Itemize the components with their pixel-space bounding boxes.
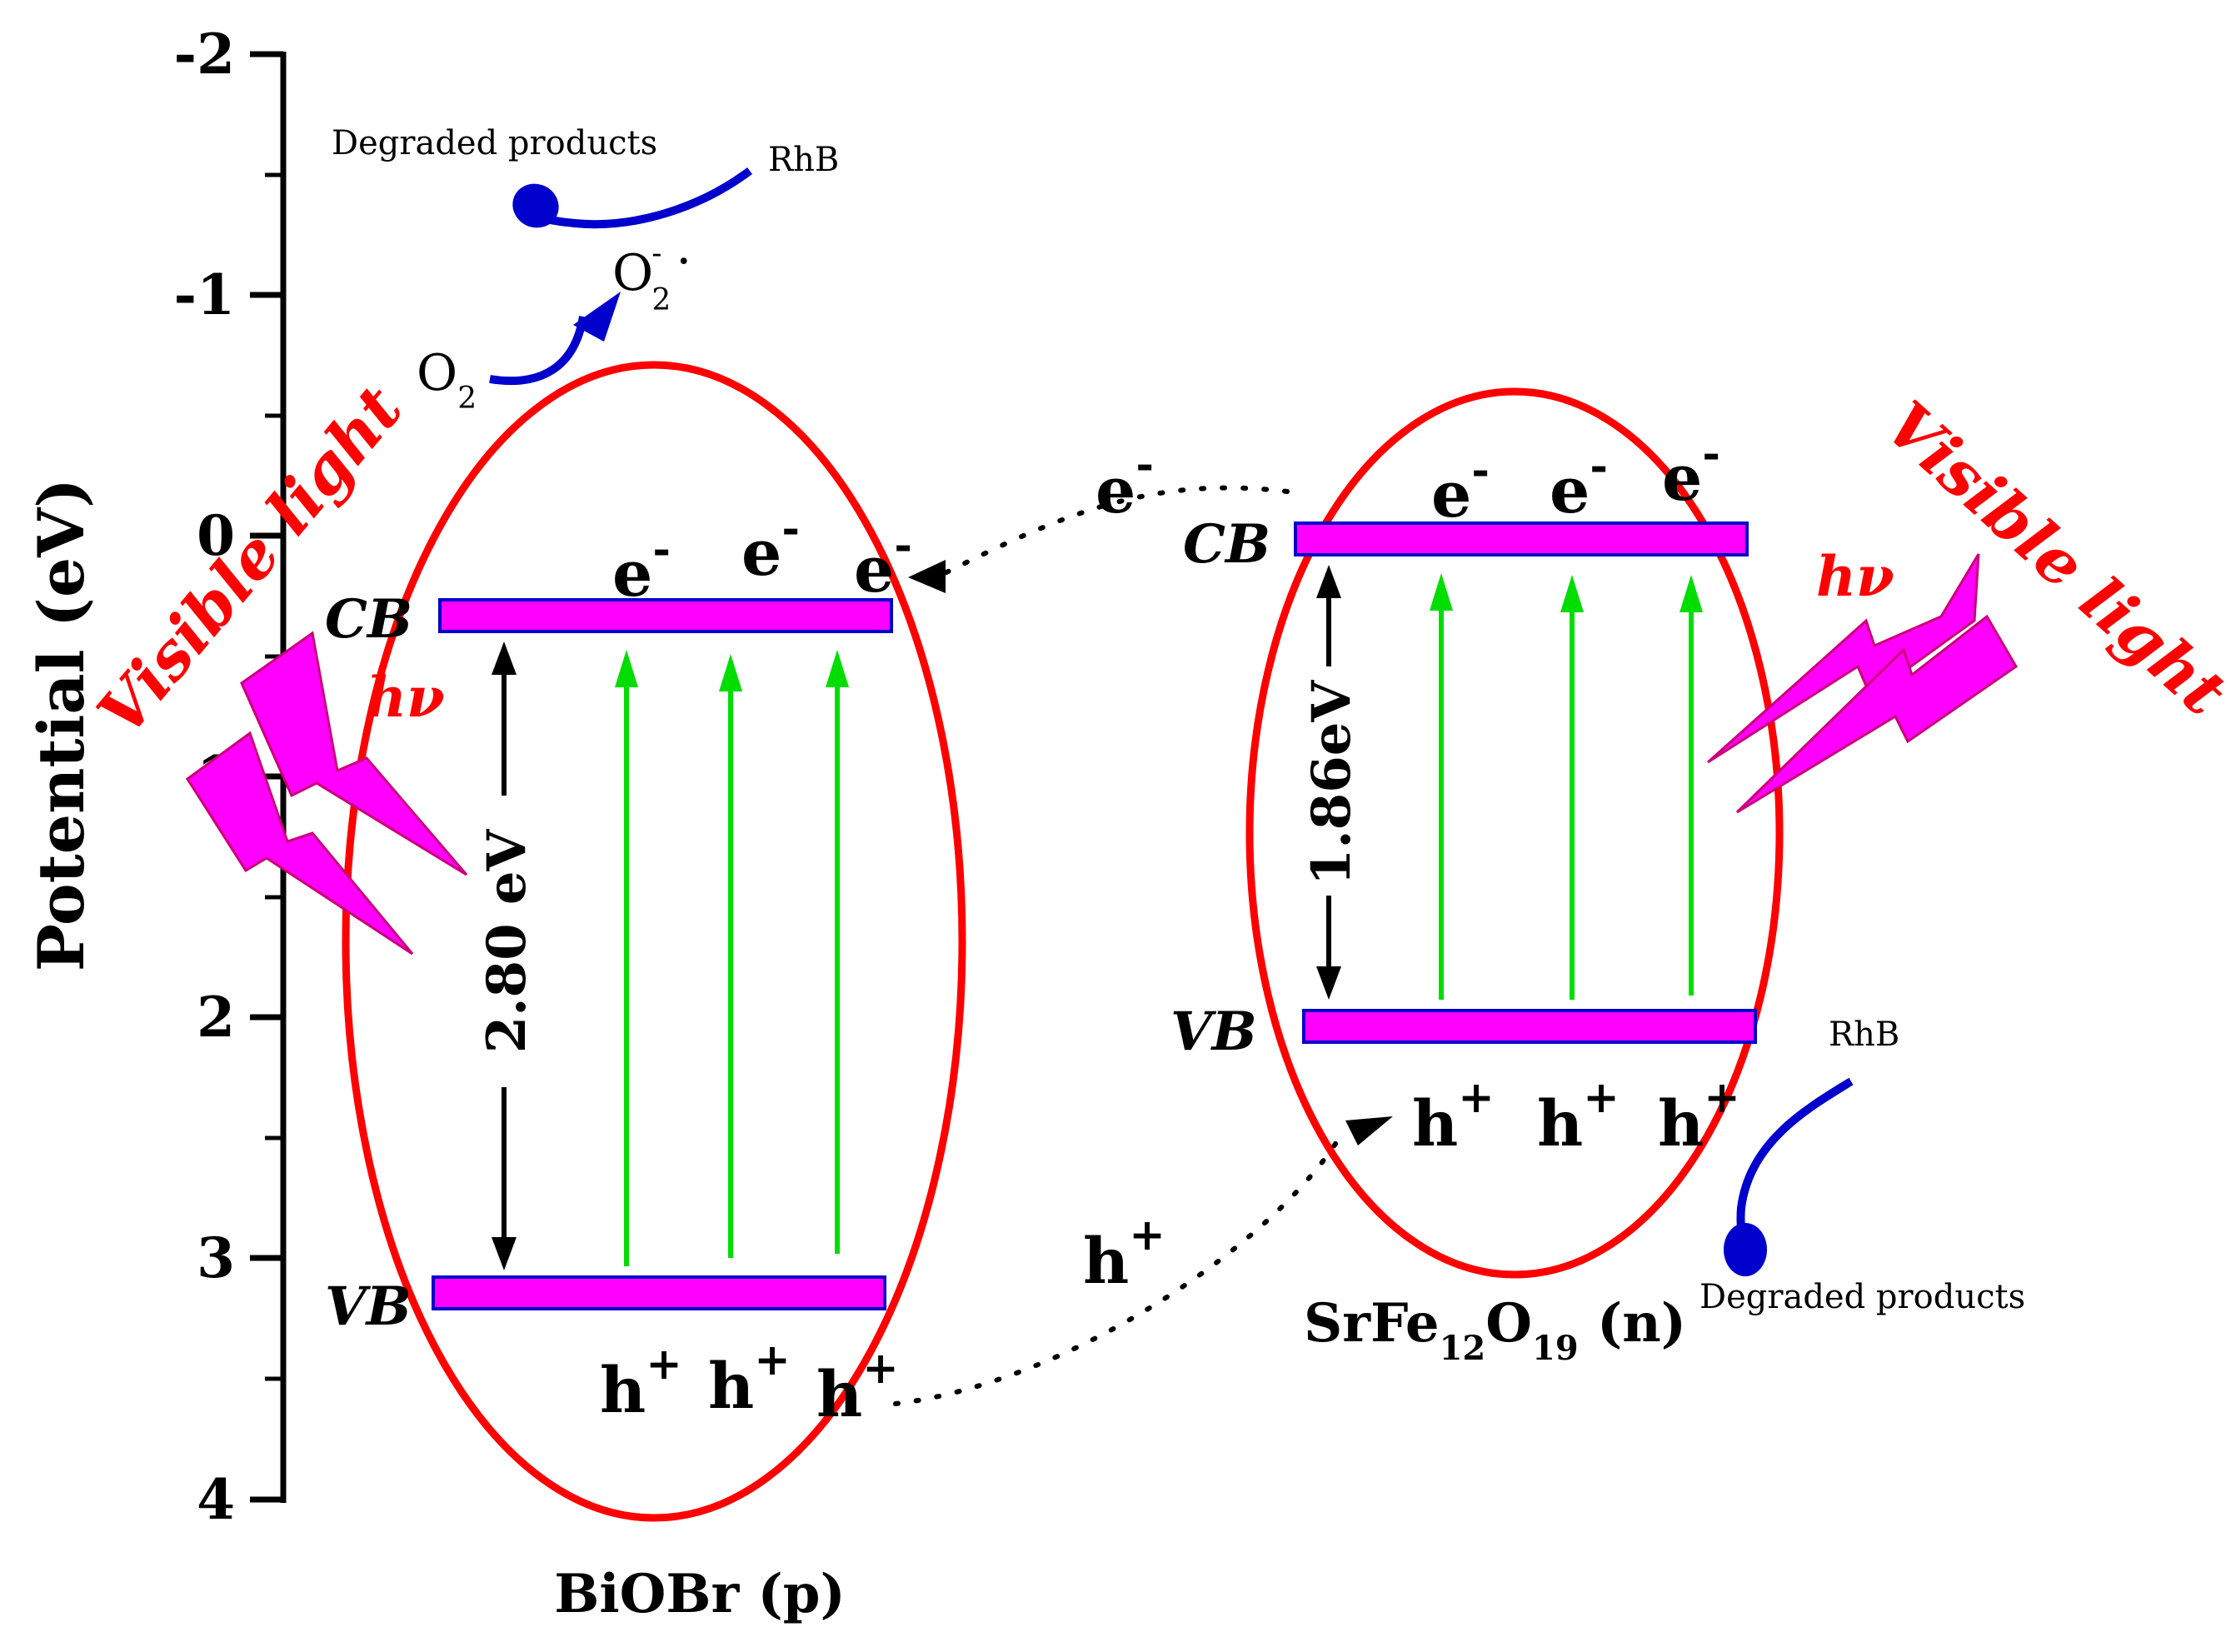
right-visible-light: Visible light hν [1706, 387, 2231, 814]
biobr-vb-label: VB [325, 1275, 412, 1338]
electron: e- [741, 503, 800, 590]
srfe12o19-conduction-band [1294, 522, 1749, 556]
hole: h+ [708, 1335, 791, 1423]
biobr-semiconductor: CB VB 2.80 eV e- e- e- h+ h+ [325, 361, 966, 1625]
left-lightning-bolt-2 [185, 731, 414, 956]
biobr-electrons: e- e- e- [612, 503, 912, 611]
superoxide-label: O-2· [612, 232, 691, 317]
biobr-excitation-arrows [615, 650, 849, 1266]
srfe12o19-vb-label: VB [1170, 1001, 1257, 1063]
biobr-ellipse [342, 361, 966, 1522]
biobr-gap-arrow [492, 641, 517, 1270]
biobr-conduction-band [438, 598, 893, 633]
biobr-cb-label: CB [325, 588, 412, 651]
electron: e- [1431, 445, 1490, 532]
srfe12o19-material-label: SrFe12O19 (n) [1304, 1292, 1686, 1368]
srfe12o19-electrons: e- e- e- [1431, 428, 1720, 532]
rhb-degradation-top: Degraded products RhB [332, 124, 839, 229]
hole: h+ [816, 1343, 899, 1431]
srfe12o19-holes: h+ h+ h+ [1412, 1072, 1740, 1160]
electron: e- [854, 520, 912, 606]
srfe12o19-excitation-arrows [1430, 573, 1703, 1000]
hole: h+ [1412, 1072, 1495, 1160]
oxygen-label: O2 [417, 344, 477, 416]
srfe12o19-gap-label: 1.86eV [1300, 680, 1363, 886]
right-lightning-bolt-2 [1735, 614, 2018, 814]
rhb-degradation-right: RhB Degraded products [1699, 1016, 2025, 1316]
degraded-blob [1724, 1223, 1767, 1276]
biobr-gap-label: 2.80 eV [476, 828, 538, 1053]
axis-tick-label: -1 [174, 262, 235, 327]
left-lightning-bolt-1 [240, 631, 468, 876]
axis-tick-label: 3 [197, 1225, 235, 1290]
degraded-products-label: Degraded products [1699, 1278, 2025, 1316]
hole-transfer: h+ [893, 1116, 1393, 1406]
axis-minor-ticks [265, 172, 283, 1381]
srfe12o19-semiconductor: CB VB 1.86eV e- e- e- h+ h+ h+ SrFe12 [1170, 387, 1784, 1368]
axis-tick-label: 0 [197, 503, 235, 568]
axis-title: Potential (eV) [24, 478, 98, 971]
electron: e- [1662, 428, 1720, 515]
transfer-electron: e- [1096, 439, 1154, 527]
left-visible-light: Visible light hν [83, 372, 468, 956]
biobr-holes: h+ h+ h+ [600, 1335, 899, 1431]
right-lightning-bolt-1 [1706, 553, 1980, 764]
right-hv-label: hν [1816, 544, 1894, 609]
rhb-label: RhB [768, 141, 839, 179]
left-hv-label: hν [367, 665, 445, 730]
biobr-valence-band [432, 1275, 886, 1310]
hole: h+ [1658, 1072, 1740, 1160]
srfe12o19-gap-arrow [1316, 565, 1341, 1000]
hole: h+ [1537, 1072, 1620, 1160]
electron: e- [1550, 441, 1608, 527]
srfe12o19-valence-band [1302, 1009, 1757, 1044]
axis-tick-label: 2 [197, 985, 235, 1050]
hole: h+ [600, 1339, 682, 1427]
axis-tick-label: 4 [197, 1467, 235, 1532]
rhb-label: RhB [1829, 1016, 1899, 1054]
degraded-blob [512, 183, 559, 228]
oxygen-reduction: O2 O-2· [417, 232, 691, 416]
electron: e- [612, 524, 671, 611]
srfe12o19-cb-label: CB [1183, 513, 1270, 576]
axis-tick-label: -2 [174, 22, 235, 87]
srfe12o19-ellipse [1245, 387, 1784, 1279]
biobr-material-label: BiOBr (p) [554, 1563, 846, 1625]
electron-transfer: e- [908, 439, 1290, 593]
transfer-hole: h+ [1083, 1210, 1165, 1298]
degraded-products-label: Degraded products [332, 124, 657, 162]
